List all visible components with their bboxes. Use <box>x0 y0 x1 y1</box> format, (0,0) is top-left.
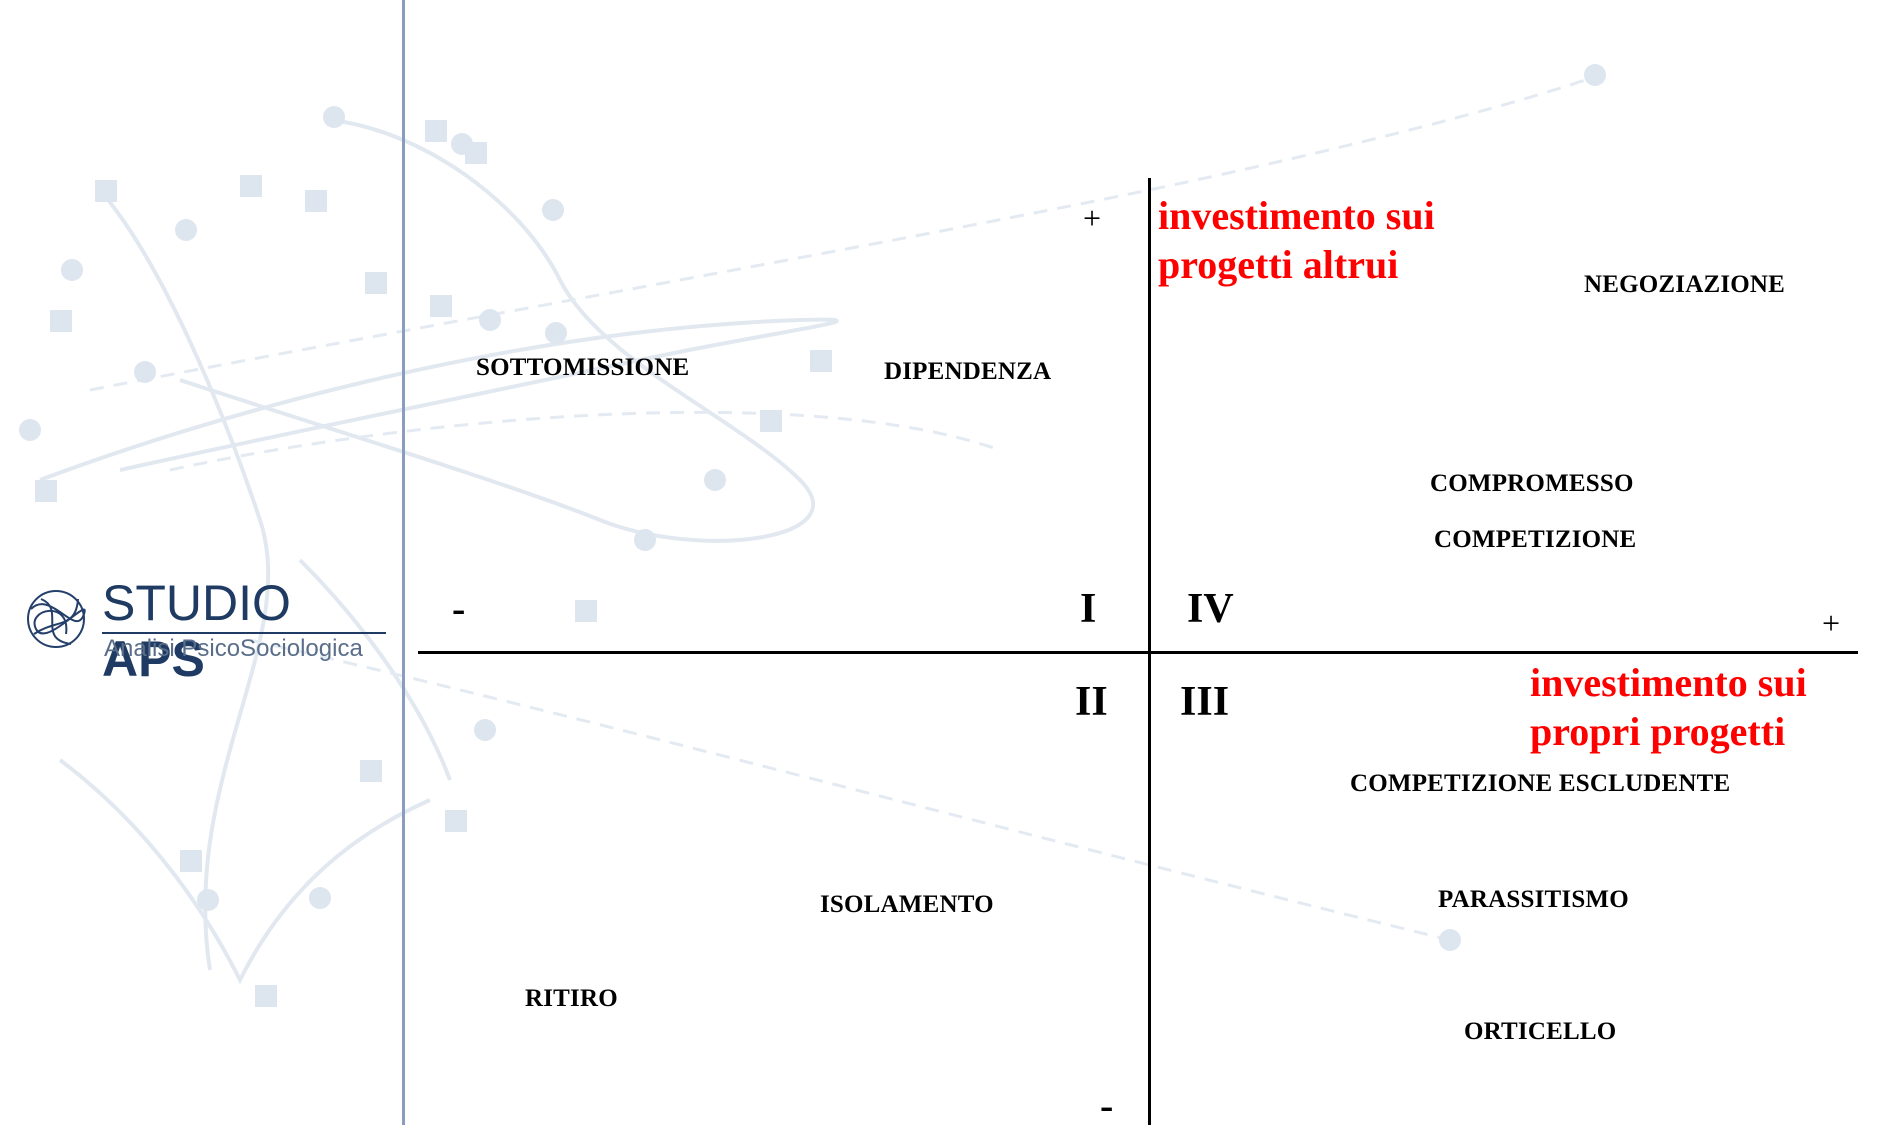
logo-rule <box>102 632 386 634</box>
label-ritiro: RITIRO <box>525 985 618 1012</box>
quadrant-i-label: I <box>1080 586 1097 632</box>
label-competizione: COMPETIZIONE <box>1434 526 1637 553</box>
label-sottomissione: SOTTOMISSIONE <box>476 354 690 381</box>
label-dipendenza: DIPENDENZA <box>884 358 1052 385</box>
label-isolamento: ISOLAMENTO <box>820 891 994 918</box>
logo-title: STUDIO APS <box>102 575 291 687</box>
label-compromesso: COMPROMESSO <box>1430 470 1634 497</box>
logo-subtitle: Analisi PsicoSociologica <box>104 635 363 662</box>
label-orticello: ORTICELLO <box>1464 1018 1617 1045</box>
vertical-axis-plus: + <box>1083 200 1102 236</box>
horizontal-axis-plus: + <box>1822 605 1841 641</box>
quadrant-iii-label: III <box>1180 679 1230 725</box>
studio-aps-logo: STUDIO APS Analisi PsicoSociologica <box>16 575 386 687</box>
logo-tangle-icon <box>27 590 86 648</box>
label-competizione-escludente: COMPETIZIONE ESCLUDENTE <box>1350 770 1731 797</box>
label-parassitismo: PARASSITISMO <box>1438 886 1629 913</box>
horizontal-axis-label: investimento sui propri progetti <box>1530 660 1807 754</box>
horizontal-axis <box>418 651 1858 654</box>
quadrant-iv-label: IV <box>1187 586 1234 632</box>
label-negoziazione: NEGOZIAZIONE <box>1584 271 1786 298</box>
vertical-axis-minus: - <box>1100 1083 1114 1128</box>
left-divider <box>402 0 405 1125</box>
vertical-axis-label: investimento sui progetti altrui <box>1158 193 1435 287</box>
horizontal-axis-minus: - <box>452 586 466 631</box>
quadrant-ii-label: II <box>1075 679 1108 725</box>
